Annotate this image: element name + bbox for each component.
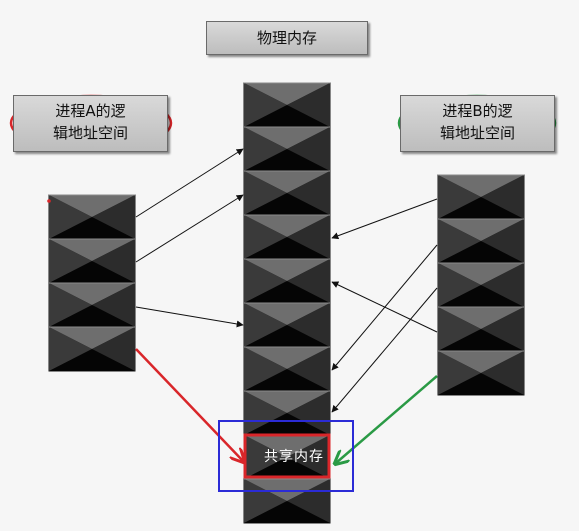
process-b-page [437, 262, 525, 308]
process-a-label-line2: 辑地址空间 [52, 124, 128, 142]
process-a-page [48, 194, 136, 240]
physical-memory-block [243, 346, 331, 392]
process-b-page [437, 350, 525, 396]
process-b-label-line2: 辑地址空间 [439, 124, 515, 142]
shared-memory-label: 共享内存 [264, 449, 324, 465]
shared-memory-highlight [218, 420, 354, 492]
mapping-arrow-a3 [135, 306, 244, 328]
process-b-label: 进程B的逻 辑地址空间 [400, 95, 555, 152]
process-a-label: 进程A的逻 辑地址空间 [13, 95, 168, 152]
process-b-page [437, 306, 525, 352]
physical-memory-title: 物理内存 [206, 21, 368, 55]
process-b-page [437, 218, 525, 264]
physical-memory-block [243, 390, 331, 436]
physical-memory-block [243, 302, 331, 348]
mapping-arrow-a1 [135, 148, 244, 218]
physical-memory-block [243, 214, 331, 260]
process-a-page [48, 282, 136, 328]
mapping-arrow-a2 [135, 194, 244, 263]
physical-memory-title-text: 物理内存 [256, 29, 317, 47]
physical-memory-block [243, 82, 331, 128]
process-a-page [48, 326, 136, 372]
physical-memory-block [243, 478, 331, 524]
process-b-page [437, 174, 525, 220]
physical-memory-block [243, 126, 331, 172]
shared-memory-cell-border [243, 433, 331, 479]
process-a-label-line1: 进程A的逻 [55, 102, 126, 120]
physical-memory-block [243, 170, 331, 216]
process-b-label-line1: 进程B的逻 [442, 102, 513, 120]
shared-arrow-a [135, 348, 243, 461]
process-a-marker-dot [47, 199, 51, 203]
memory-blocks-layer [48, 82, 525, 524]
physical-memory-block [243, 258, 331, 304]
process-a-page [48, 238, 136, 284]
mapping-arrow-b3 [331, 287, 438, 413]
mapping-arrow-b4 [331, 281, 438, 333]
mapping-arrow-b1 [331, 198, 438, 240]
